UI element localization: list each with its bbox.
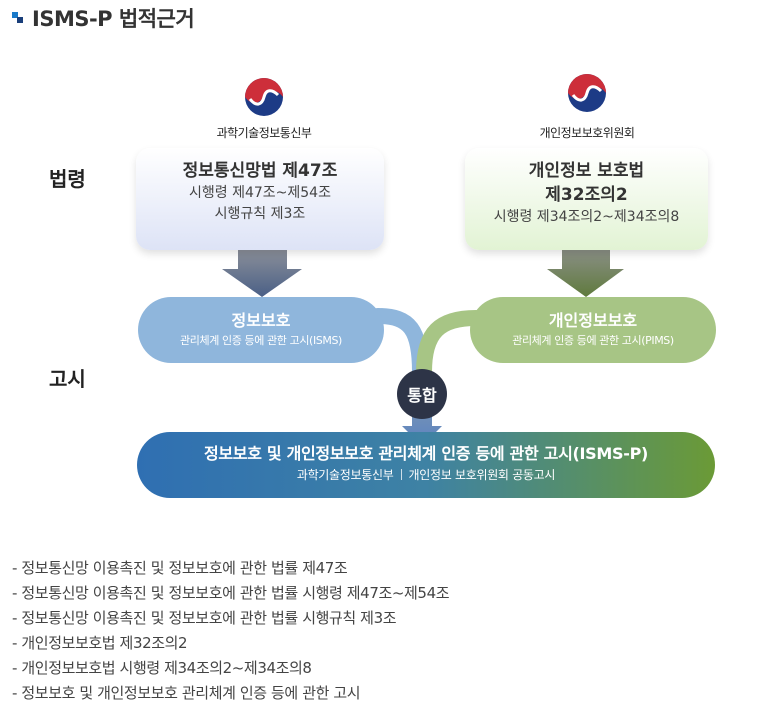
notice-title: 정보보호	[231, 311, 291, 330]
law-enforcement-decree: 시행령 제47조~제54조	[189, 185, 331, 201]
bullet-icon	[12, 12, 24, 24]
list-item: 정보통신망 이용촉진 및 정보보호에 관한 법률 제47조	[12, 556, 449, 581]
notice-subtitle: 관리체계 인증 등에 관한 고시(PIMS)	[512, 334, 674, 347]
law-enforcement-decree: 시행령 제34조의2~제34조의8	[493, 209, 680, 225]
ministry-name-right: 개인정보보호위원회	[539, 126, 635, 140]
merge-curve-right	[416, 310, 484, 380]
law-box-right: 개인정보 보호법 제32조의2 시행령 제34조의2~제34조의8	[465, 148, 708, 250]
law-enforcement-rule: 시행규칙 제3조	[214, 206, 306, 222]
notice-subtitle: 관리체계 인증 등에 관한 고시(ISMS)	[180, 334, 342, 347]
notice-pill-pims: 개인정보보호 관리체계 인증 등에 관한 고시(PIMS)	[470, 297, 716, 363]
government-emblem-icon	[568, 74, 606, 112]
notice-pill-isms: 정보보호 관리체계 인증 등에 관한 고시(ISMS)	[138, 297, 384, 363]
law-article: 제32조의2	[545, 185, 628, 205]
merge-curve-left	[370, 308, 428, 380]
arrow-down-right	[547, 250, 624, 297]
reference-list: 정보통신망 이용촉진 및 정보보호에 관한 법률 제47조 정보통신망 이용촉진…	[12, 556, 449, 706]
notice-title: 개인정보보호	[548, 311, 638, 330]
list-item: 정보통신망 이용촉진 및 정보보호에 관한 법률 시행규칙 제3조	[12, 606, 449, 631]
law-title: 정보통신망법 제47조	[182, 161, 338, 181]
list-item: 정보보호 및 개인정보보호 관리체계 인증 등에 관한 고시	[12, 681, 449, 706]
org-left: 과학기술정보통신부	[296, 468, 394, 482]
integrated-notice-pill: 정보보호 및 개인정보보호 관리체계 인증 등에 관한 고시(ISMS-P) 과…	[137, 432, 715, 498]
row-label-notice: 고시	[49, 367, 86, 391]
list-item: 개인정보보호법 시행령 제34조의2~제34조의8	[12, 656, 449, 681]
page-title: ISMS-P 법적근거	[32, 7, 195, 31]
divider	[400, 469, 402, 480]
list-item: 개인정보보호법 제32조의2	[12, 631, 449, 656]
integrated-notice-orgs: 과학기술정보통신부 개인정보 보호위원회 공동고시	[137, 465, 715, 485]
row-label-law: 법령	[49, 167, 86, 191]
law-title: 개인정보 보호법	[528, 161, 645, 181]
law-box-left: 정보통신망법 제47조 시행령 제47조~제54조 시행규칙 제3조	[136, 148, 384, 250]
arrow-down-merge	[402, 416, 442, 446]
org-right: 개인정보 보호위원회 공동고시	[408, 468, 556, 482]
section-header: ISMS-P 법적근거	[12, 4, 195, 32]
government-emblem-icon	[245, 78, 283, 116]
ministry-name-left: 과학기술정보통신부	[216, 126, 312, 140]
arrow-down-left	[222, 250, 302, 297]
integrated-notice-title: 정보보호 및 개인정보보호 관리체계 인증 등에 관한 고시(ISMS-P)	[203, 444, 649, 463]
merge-badge: 통합	[397, 369, 447, 419]
list-item: 정보통신망 이용촉진 및 정보보호에 관한 법률 시행령 제47조~제54조	[12, 581, 449, 606]
